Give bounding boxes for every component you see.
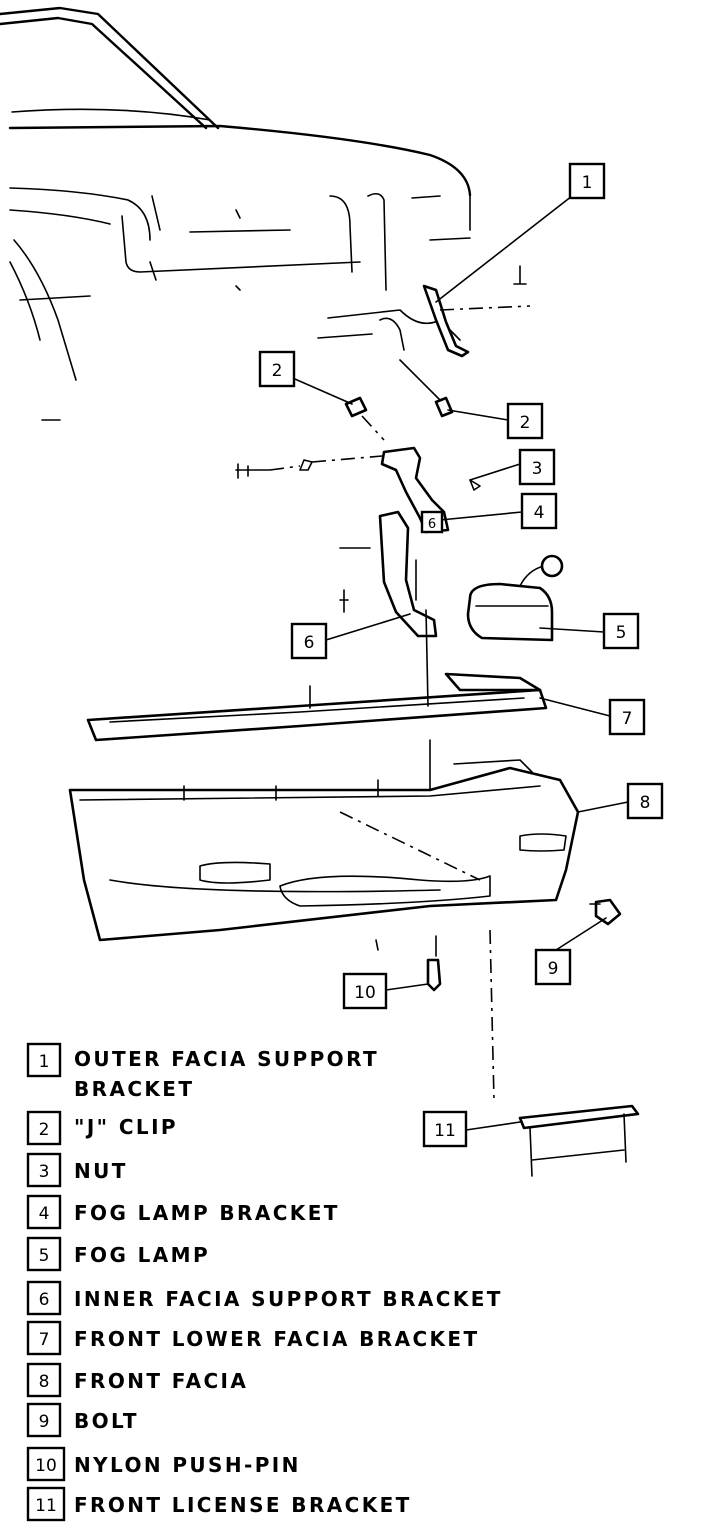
front-lower-facia-bracket [86, 609, 548, 742]
svg-text:8: 8 [39, 1372, 50, 1392]
svg-text:FRONT LOWER FACIA BRACKET: FRONT LOWER FACIA BRACKET [74, 1327, 480, 1351]
callout-leader-lines [287, 195, 629, 1131]
front-facia [68, 739, 580, 951]
svg-text:4: 4 [39, 1204, 50, 1224]
nylon-push-pin [426, 935, 442, 992]
svg-text:7: 7 [622, 709, 633, 729]
callout-5: 5 [602, 612, 640, 650]
legend-item-4: 4 FOG LAMP BRACKET [26, 1194, 340, 1230]
bolt-part [589, 898, 622, 926]
callout-11: 11 [422, 1110, 468, 1148]
svg-text:10: 10 [35, 1456, 57, 1476]
outer-facia-support-bracket [422, 265, 531, 358]
callout-6: 6 [290, 622, 328, 660]
fog-lamp [466, 554, 564, 642]
svg-text:FRONT FACIA: FRONT FACIA [74, 1369, 248, 1393]
svg-text:FOG LAMP BRACKET: FOG LAMP BRACKET [74, 1201, 340, 1225]
svg-text:"J" CLIP: "J" CLIP [74, 1115, 178, 1139]
callout-10: 10 [342, 972, 388, 1010]
svg-text:5: 5 [616, 623, 627, 643]
screw-parts [235, 455, 481, 491]
svg-text:11: 11 [35, 1496, 57, 1516]
svg-text:2: 2 [272, 361, 283, 381]
legend-item-3: 3 NUT [26, 1152, 128, 1188]
svg-text:NYLON PUSH-PIN: NYLON PUSH-PIN [74, 1453, 301, 1477]
svg-text:6: 6 [39, 1290, 50, 1310]
svg-text:3: 3 [39, 1162, 50, 1182]
callout-8: 8 [626, 782, 664, 820]
svg-text:6: 6 [428, 517, 436, 532]
svg-text:BRACKET: BRACKET [74, 1077, 194, 1101]
legend-item-1: 1 OUTER FACIA SUPPORT BRACKET [26, 1042, 379, 1101]
svg-text:NUT: NUT [74, 1159, 128, 1183]
svg-text:9: 9 [548, 959, 559, 979]
svg-text:7: 7 [39, 1330, 50, 1350]
svg-text:2: 2 [39, 1120, 50, 1140]
svg-text:4: 4 [534, 503, 545, 523]
legend-item-11: 11 FRONT LICENSE BRACKET [26, 1486, 412, 1522]
svg-text:OUTER FACIA SUPPORT: OUTER FACIA SUPPORT [74, 1047, 379, 1071]
svg-text:BOLT: BOLT [74, 1409, 139, 1433]
callout-1: 1 [568, 162, 606, 200]
callout-4: 4 [520, 492, 558, 530]
svg-text:9: 9 [39, 1412, 50, 1432]
callout-7: 7 [608, 698, 646, 736]
car-body-outline [0, 6, 472, 421]
svg-text:INNER FACIA SUPPORT BRACKET: INNER FACIA SUPPORT BRACKET [74, 1287, 503, 1311]
front-license-bracket [489, 929, 640, 1177]
callout-3: 3 [518, 448, 556, 486]
inner-facia-support-bracket [339, 510, 438, 638]
svg-text:6: 6 [304, 633, 315, 653]
svg-text:3: 3 [532, 459, 543, 479]
svg-text:5: 5 [39, 1246, 50, 1266]
legend-item-2: 2 "J" CLIP [26, 1110, 178, 1146]
svg-text:FRONT LICENSE BRACKET: FRONT LICENSE BRACKET [74, 1493, 412, 1517]
legend-item-8: 8 FRONT FACIA [26, 1362, 248, 1398]
svg-text:10: 10 [354, 983, 376, 1003]
legend-item-7: 7 FRONT LOWER FACIA BRACKET [26, 1320, 480, 1356]
callout-6-small: 6 [420, 510, 444, 534]
svg-text:11: 11 [434, 1121, 456, 1141]
callout-2-lower: 2 [506, 402, 544, 440]
svg-text:1: 1 [582, 173, 593, 193]
svg-text:1: 1 [39, 1052, 50, 1072]
legend-item-9: 9 BOLT [26, 1402, 139, 1438]
callout-boxes: 1 2 2 3 4 5 6 6 [258, 162, 664, 1148]
svg-text:8: 8 [640, 793, 651, 813]
svg-text:FOG LAMP: FOG LAMP [74, 1243, 210, 1267]
parts-legend: 1 OUTER FACIA SUPPORT BRACKET 2 "J" CLIP… [26, 1042, 503, 1522]
callout-2-upper: 2 [258, 350, 296, 388]
legend-item-5: 5 FOG LAMP [26, 1236, 210, 1272]
j-clip-parts [344, 396, 454, 441]
svg-text:2: 2 [520, 413, 531, 433]
legend-item-6: 6 INNER FACIA SUPPORT BRACKET [26, 1280, 503, 1316]
callout-9: 9 [534, 948, 572, 986]
legend-item-10: 10 NYLON PUSH-PIN [26, 1446, 301, 1482]
